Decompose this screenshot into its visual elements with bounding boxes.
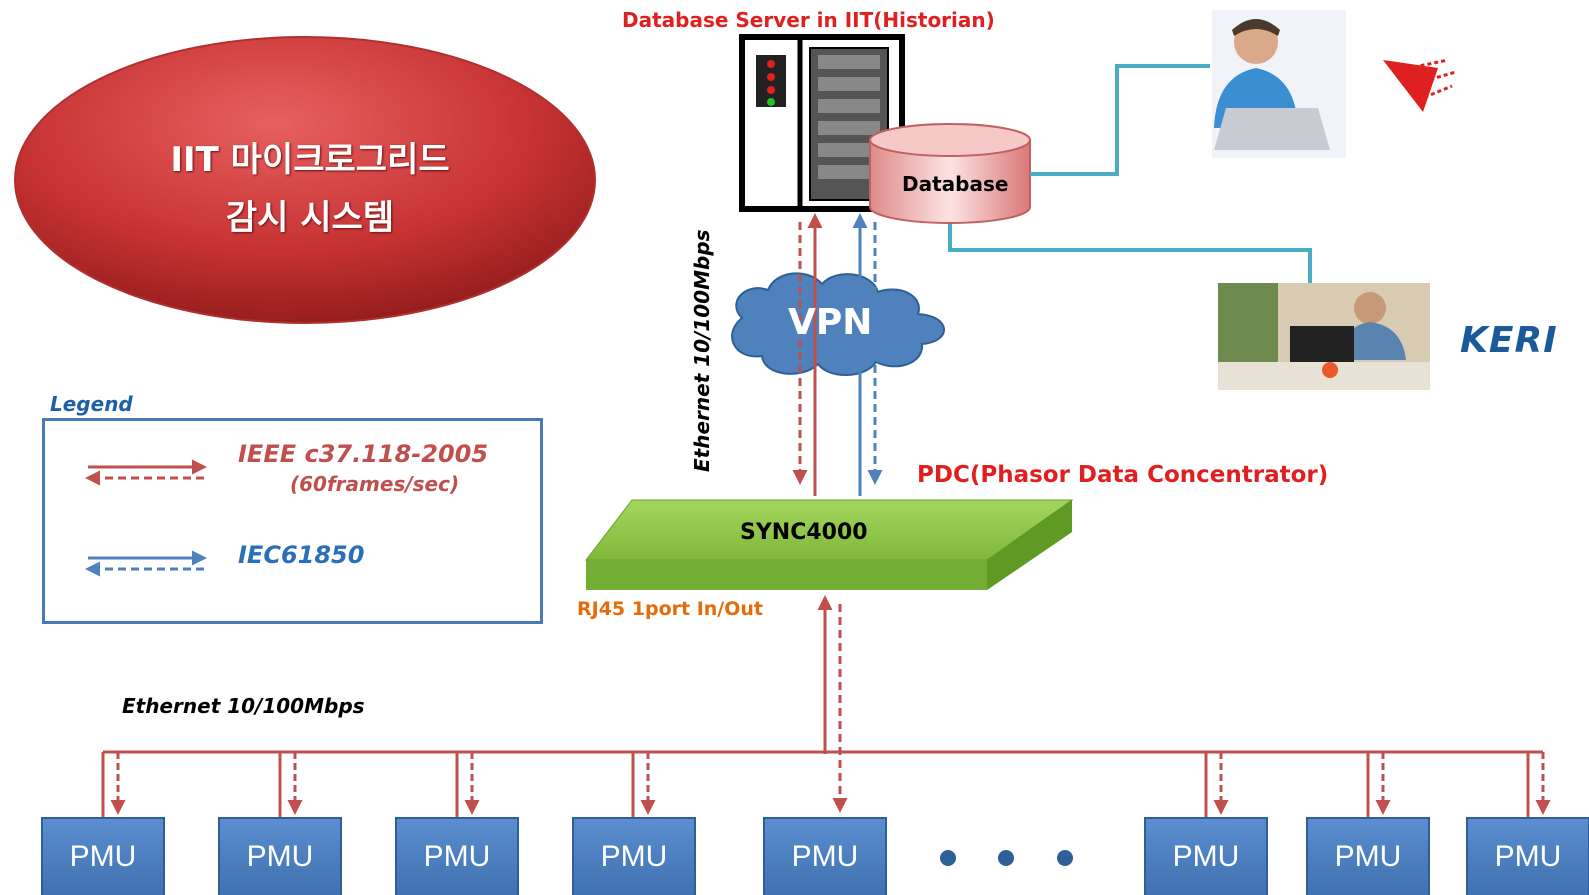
title-line-1: IIT 마이크로그리드	[170, 140, 450, 180]
pmu-label-6: PMU	[1172, 840, 1240, 873]
legend-item-ieee-protocol: IEEE c37.118-2005	[238, 440, 489, 468]
pmu-label-3: PMU	[423, 840, 491, 873]
database-label: Database	[902, 172, 1009, 196]
uplink-speed-label: Ethernet 10/100Mbps	[690, 229, 714, 472]
pmu-drops	[101, 752, 1551, 818]
user-workstation-1-image	[1212, 10, 1346, 158]
legend-arrows-iec	[85, 550, 207, 577]
device-label: SYNC4000	[740, 520, 868, 545]
legend-item-iec-protocol: IEC61850	[238, 541, 365, 569]
server-rack-icon	[739, 34, 905, 212]
legend-box	[42, 418, 543, 624]
pmu-label-4: PMU	[600, 840, 668, 873]
pdc-label: PDC(Phasor Data Concentrator)	[917, 462, 1329, 488]
pmu-box-3	[395, 817, 519, 895]
legend-arrows-ieee	[85, 459, 207, 486]
title-line-2: 감시 시스템	[225, 198, 395, 238]
pdc-device	[584, 499, 1074, 590]
legend-title: Legend	[50, 392, 133, 416]
title-blob	[14, 36, 596, 324]
database-icon	[869, 123, 1031, 224]
pmu-label-1: PMU	[69, 840, 137, 873]
institute-logo-icon	[1383, 58, 1457, 112]
db-to-user1-link	[1030, 64, 1210, 176]
legend-item-ieee-detail: (60frames/sec)	[290, 472, 460, 496]
pmu-label-8: PMU	[1494, 840, 1562, 873]
pmu-label-7: PMU	[1334, 840, 1402, 873]
pmu-box-6	[1144, 817, 1268, 895]
pmu-box-7	[1306, 817, 1430, 895]
pmu-box-8	[1466, 817, 1589, 895]
pmu-box-5	[763, 817, 887, 895]
pmu-label-5: PMU	[791, 840, 859, 873]
pmu-box-2	[218, 817, 342, 895]
vpn-label: VPN	[788, 302, 873, 343]
user-workstation-2-image	[1218, 283, 1430, 390]
pmu-box-4	[572, 817, 696, 895]
pmu-label-2: PMU	[246, 840, 314, 873]
ellipsis-dots	[940, 850, 1073, 866]
bus-speed-label: Ethernet 10/100Mbps	[122, 694, 365, 718]
port-label: RJ45 1port In/Out	[577, 598, 763, 620]
pmu-box-1	[41, 817, 165, 895]
vpn-cloud-icon	[731, 272, 945, 377]
server-label: Database Server in IIT(Historian)	[622, 8, 995, 32]
db-to-user2-link	[948, 224, 1312, 284]
keri-logo: KERI	[1460, 320, 1558, 361]
